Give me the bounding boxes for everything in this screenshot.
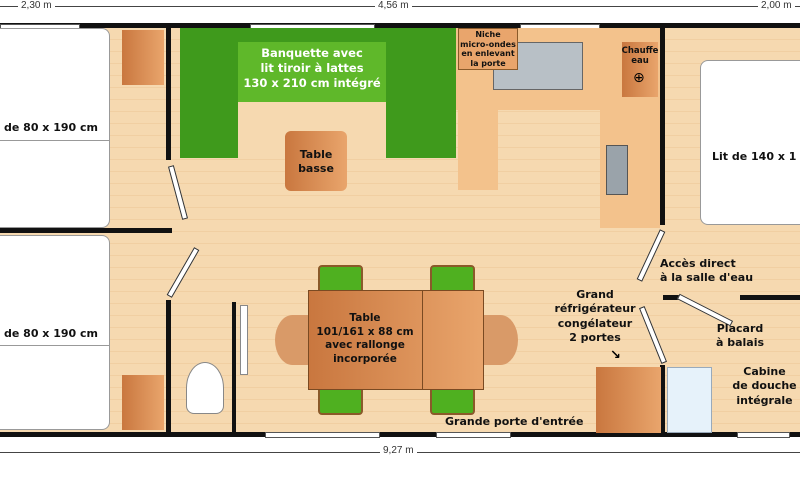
microwave-niche <box>458 28 518 70</box>
label-line: Cabine <box>743 365 786 378</box>
entry-door[interactable] <box>436 432 511 438</box>
bed-right-label: Lit de 140 x 1 <box>712 150 797 163</box>
wall-left-rooms <box>166 25 171 160</box>
label-line: Chauffe <box>621 46 659 56</box>
bed-divider <box>0 140 110 141</box>
label-line: congélateur <box>557 316 633 330</box>
crosshair-icon: ⊕ <box>633 70 645 86</box>
label-line: micro-ondes <box>460 39 516 49</box>
window <box>737 432 790 438</box>
wall-wc <box>232 302 236 435</box>
shower <box>667 367 712 433</box>
niche-label: Niche micro-ondes en enlevant la porte <box>458 30 518 68</box>
bed-label-upper: de 80 x 190 cm <box>4 121 98 136</box>
cooktop <box>606 145 628 195</box>
entry-label: Grande porte d'entrée <box>445 415 584 428</box>
label-line: Table <box>299 148 333 161</box>
label-line: Placard <box>716 322 764 335</box>
wall-bath-top <box>663 295 679 300</box>
label-line: 2 portes <box>569 330 621 344</box>
banquette-label: Banquette avec lit tiroir à lattes 130 x… <box>238 46 386 91</box>
wall-bathroom <box>660 365 665 435</box>
chair <box>275 315 310 365</box>
outer-wall-top <box>0 23 800 28</box>
label-line: en enlevant <box>461 49 515 59</box>
label-line: la porte <box>470 58 506 68</box>
label-line: Table <box>349 312 381 324</box>
water-heater <box>622 42 658 97</box>
kitchen-counter-side <box>458 110 498 190</box>
wc-basin <box>240 305 248 375</box>
bed-divider <box>0 345 110 346</box>
outer-wall-bottom <box>0 432 800 437</box>
water-heater-label: Chauffe eau <box>618 46 662 66</box>
wall-left-lower <box>166 300 171 435</box>
label-line: eau <box>631 56 649 67</box>
fridge-label: Grand réfrigérateur congélateur 2 portes <box>550 288 640 345</box>
fridge <box>596 367 661 433</box>
table-extension-line <box>422 290 423 390</box>
label-line: Grand <box>576 288 614 301</box>
coffee-table-label: Table basse <box>285 148 347 177</box>
label-line: basse <box>298 162 334 176</box>
wardrobe-upper <box>122 30 164 85</box>
banquette-seat <box>238 42 386 102</box>
dimension-middle: 4,56 m <box>375 0 412 11</box>
label-line: incorporée <box>333 352 397 365</box>
chair <box>483 315 518 365</box>
label-line: Accès direct <box>660 257 736 270</box>
shower-label: Cabine de douche intégrale <box>722 365 800 408</box>
bed-label-lower: de 80 x 190 cm <box>4 327 98 342</box>
label-line: à la salle d'eau <box>660 271 754 285</box>
dimension-total: 9,27 m <box>380 445 417 456</box>
label-line: Niche <box>475 30 501 39</box>
wall-between-bedrooms <box>0 228 172 233</box>
label-line: 130 x 210 cm intégré <box>243 75 381 90</box>
wall-placard-top <box>740 295 800 300</box>
wardrobe-lower <box>122 375 164 430</box>
wall-bedroom-right <box>660 25 665 225</box>
label-line: Banquette avec <box>261 46 363 60</box>
label-line: intégrale <box>736 393 793 407</box>
dining-table-label: Table 101/161 x 88 cm avec rallonge inco… <box>308 312 422 367</box>
label-line: avec rallonge <box>325 339 405 352</box>
window <box>265 432 380 438</box>
label-line: de douche <box>732 379 797 393</box>
arrow-icon: ↘ <box>610 348 621 363</box>
acces-label: Accès direct à la salle d'eau <box>660 257 753 286</box>
bed-right <box>700 60 800 225</box>
label-line: à balais <box>715 336 765 350</box>
toilet-icon <box>186 362 224 414</box>
coffee-table <box>285 131 347 191</box>
placard-label: Placard à balais <box>700 322 780 351</box>
dining-table <box>308 290 484 390</box>
label-line: 101/161 x 88 cm <box>316 325 414 338</box>
label-line: réfrigérateur <box>554 302 636 316</box>
label-line: lit tiroir à lattes <box>260 60 364 75</box>
dimension-right: 2,00 m <box>758 0 795 11</box>
dimension-left: 2,30 m <box>18 0 55 11</box>
